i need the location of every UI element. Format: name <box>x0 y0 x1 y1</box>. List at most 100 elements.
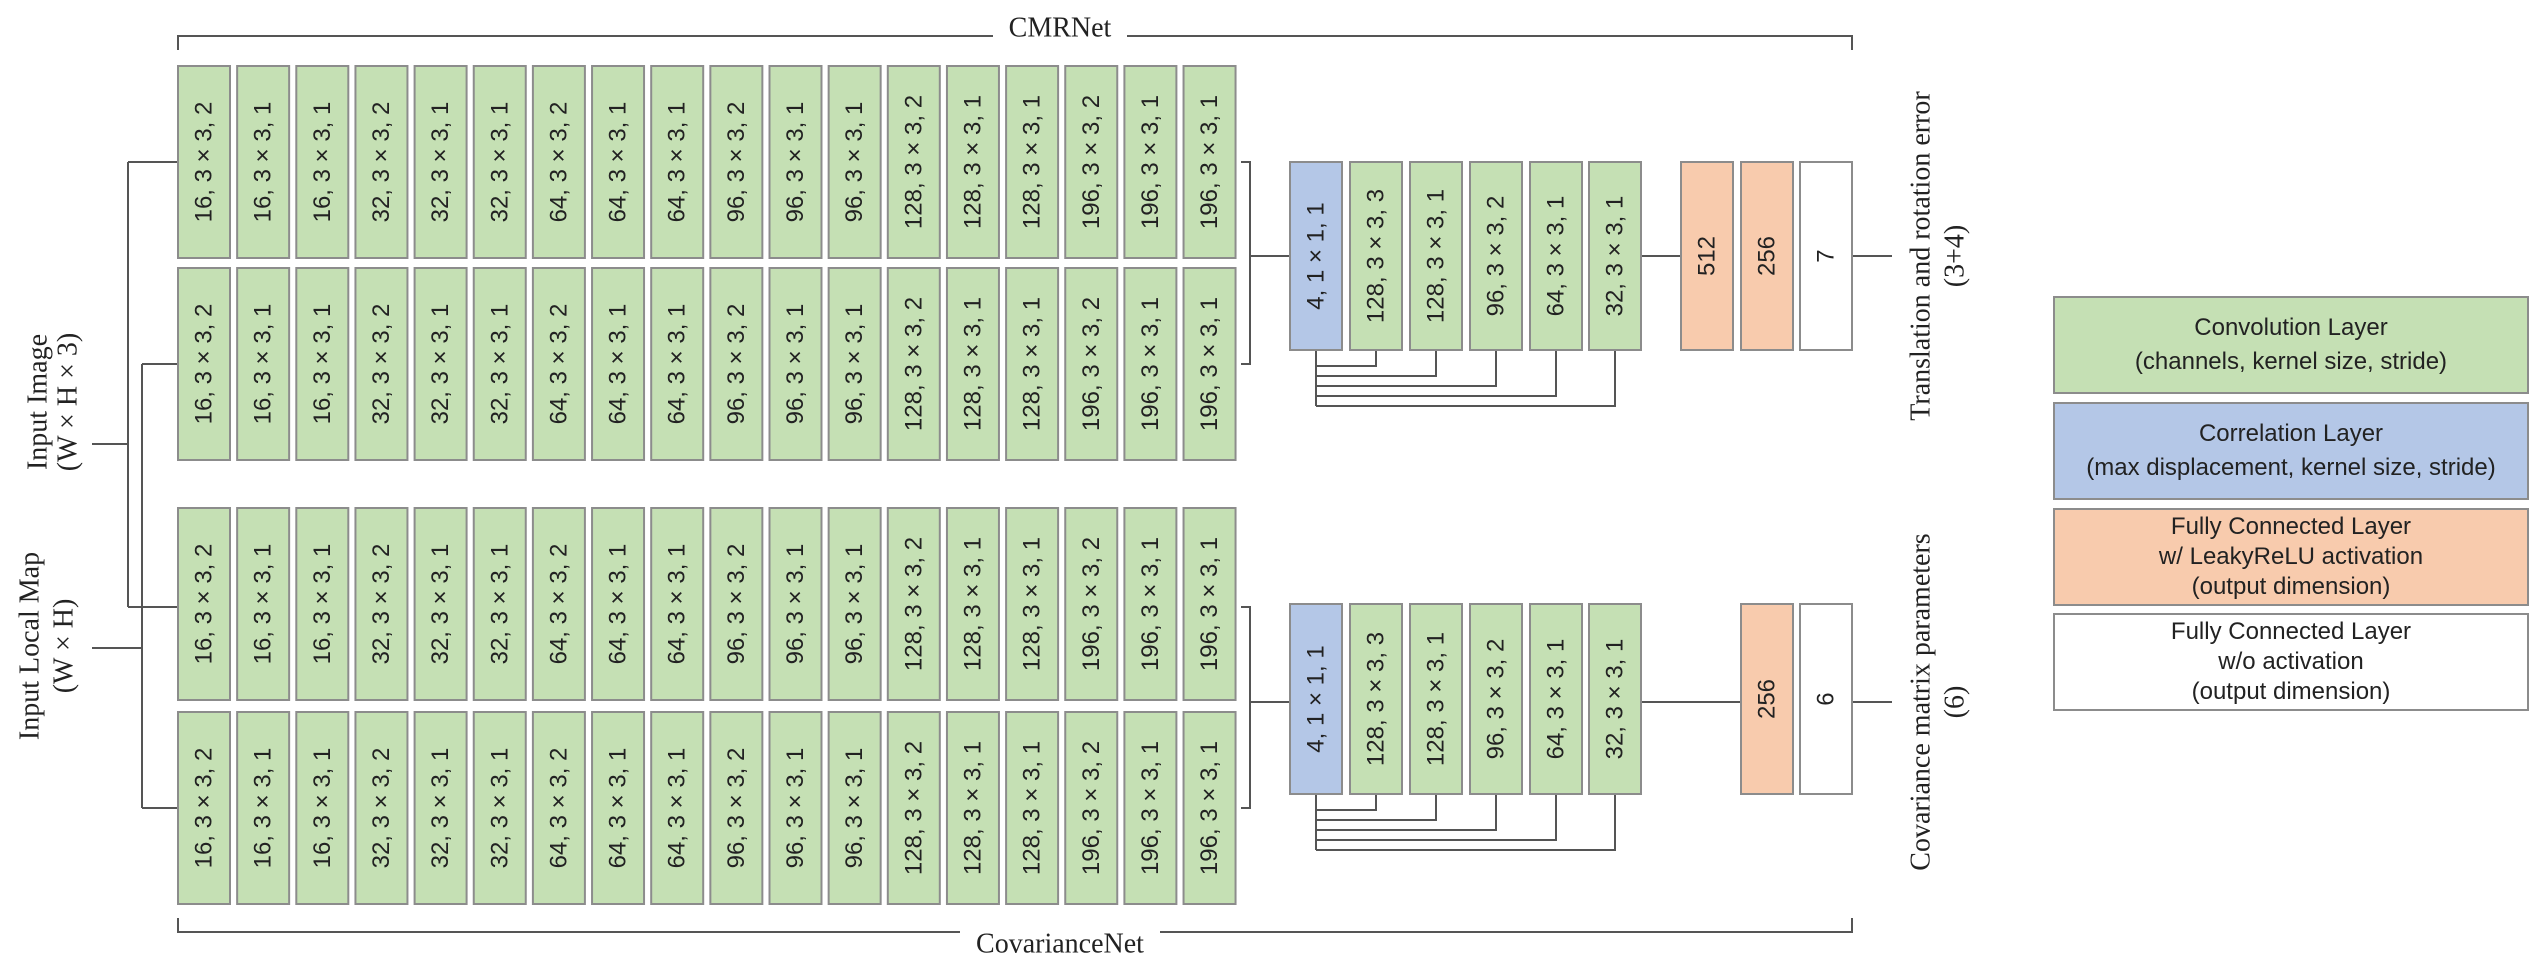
encoder-row3-layer-8-box <box>591 507 646 701</box>
encoder-row4-layer-2-label: 16, 3 × 3, 1 <box>250 748 277 869</box>
encoder-row2-layer-9-label: 64, 3 × 3, 1 <box>664 304 691 425</box>
encoder-row4-layer-12-box <box>827 711 882 905</box>
encoder-row4-layer-16-box <box>1064 711 1119 905</box>
encoder-row3-layer-12-box <box>827 507 882 701</box>
encoder-row3-layer-7-box <box>531 507 586 701</box>
encoder-row2-layer-2-label: 16, 3 × 3, 1 <box>250 304 277 425</box>
encoder-row4-layer-10-label: 96, 3 × 3, 2 <box>723 748 750 869</box>
encoder-row2-layer-1: 16, 3 × 3, 2 <box>177 267 231 461</box>
encoder-row2-layer-6-box <box>472 267 527 461</box>
encoder-row2-layer-13: 128, 3 × 3, 2 <box>886 267 941 461</box>
cmrnet-decoder-layer-3-box <box>1469 161 1523 351</box>
encoder-row1-layer-15-box <box>1005 65 1060 259</box>
encoder-row3-layer-5-box <box>413 507 468 701</box>
encoder-row4-layer-4-label: 32, 3 × 3, 2 <box>368 748 395 869</box>
encoder-row3-layer-15-label: 128, 3 × 3, 1 <box>1019 537 1046 671</box>
cmrnet-skip-2 <box>1316 350 1437 377</box>
encoder-row1-layer-13-label: 128, 3 × 3, 2 <box>900 95 927 229</box>
encoder-row2-layer-7-box <box>531 267 586 461</box>
encoder-row2-layer-3: 16, 3 × 3, 1 <box>295 267 350 461</box>
encoder-row3-layer-2-label: 16, 3 × 3, 1 <box>250 544 277 665</box>
legend-item-fc_noact-line-3: (output dimension) <box>2191 678 2391 705</box>
encoder-row2-layer-11-label: 96, 3 × 3, 1 <box>782 304 809 425</box>
encoder-row2-layer-18: 196, 3 × 3, 1 <box>1182 267 1237 461</box>
covnet-decoder-layer-5-box <box>1588 603 1642 795</box>
encoder-row1-layer-18-box <box>1182 65 1237 259</box>
encoder-row2-layer-4-label: 32, 3 × 3, 2 <box>368 304 395 425</box>
cmrnet-correlation-layer-label: 4, 1 × 1, 1 <box>1303 202 1330 309</box>
covnet-decoder-layer-2: 128, 3 × 3, 1 <box>1409 603 1463 795</box>
encoder-row2-layer-1-box <box>177 267 231 461</box>
covnet-encoder-merge <box>1241 606 1251 809</box>
encoder-row2-layer-10-box <box>709 267 764 461</box>
legend-item-fc-line-1: Fully Connected Layer <box>2170 513 2412 540</box>
encoder-row2-layer-6: 32, 3 × 3, 1 <box>472 267 527 461</box>
encoder-row2-layer-5-label: 32, 3 × 3, 1 <box>427 304 454 425</box>
encoder-row2-layer-10-label: 96, 3 × 3, 2 <box>723 304 750 425</box>
cmrnet-correlation-layer: 4, 1 × 1, 1 <box>1289 161 1343 351</box>
cmrnet-output-label: Translation and rotation error <box>1906 91 1937 421</box>
legend-item-corr: Correlation Layer(max displacement, kern… <box>2053 402 2529 500</box>
encoder-row2-layer-8-box <box>591 267 646 461</box>
covnet-decoder-layer-4: 64, 3 × 3, 1 <box>1529 603 1583 795</box>
covnet-output-layer-label: 6 <box>1813 692 1840 705</box>
encoder-row4-layer-16: 196, 3 × 3, 2 <box>1064 711 1119 905</box>
encoder-row2-layer-4: 32, 3 × 3, 2 <box>354 267 409 461</box>
encoder-row1-layer-9: 64, 3 × 3, 1 <box>650 65 705 259</box>
encoder-row1-layer-9-box <box>650 65 705 259</box>
connection-lines <box>92 35 1892 933</box>
encoder-row3-layer-4-box <box>354 507 409 701</box>
encoder-row2-layer-15: 128, 3 × 3, 1 <box>1005 267 1060 461</box>
cmrnet-skip-4 <box>1316 350 1557 397</box>
encoder-row1-layer-7: 64, 3 × 3, 2 <box>531 65 586 259</box>
encoder-row4-layer-3: 16, 3 × 3, 1 <box>295 711 350 905</box>
cmrnet-skip-5 <box>1316 350 1616 407</box>
encoder-row1-layer-17-box <box>1123 65 1178 259</box>
encoder-row3-layer-1: 16, 3 × 3, 2 <box>177 507 231 701</box>
covnet-bracket-left <box>177 918 960 933</box>
encoder-row3-layer-8: 64, 3 × 3, 1 <box>591 507 646 701</box>
cmrnet-decoder-layer-5-box <box>1588 161 1642 351</box>
encoder-row4-layer-11: 96, 3 × 3, 1 <box>768 711 823 905</box>
cmrnet-correlation-layer-box <box>1289 161 1343 351</box>
covnet-skip-1 <box>1316 794 1377 811</box>
encoder-row4-layer-18-label: 196, 3 × 3, 1 <box>1196 741 1223 875</box>
encoder-row1-layer-18-label: 196, 3 × 3, 1 <box>1196 95 1223 229</box>
encoder-row2-layer-9: 64, 3 × 3, 1 <box>650 267 705 461</box>
encoder-row1-layer-3-box <box>295 65 350 259</box>
encoder-row4-layer-3-box <box>295 711 350 905</box>
covnet-skip-3 <box>1316 794 1497 831</box>
encoder-row2-layer-13-label: 128, 3 × 3, 2 <box>900 297 927 431</box>
encoder-row4-layer-6-box <box>472 711 527 905</box>
covnet-output-layer: 6 <box>1799 603 1853 795</box>
legend-item-conv-line-2: (channels, kernel size, stride) <box>2134 348 2448 375</box>
covnet-decoder-layer-4-label: 64, 3 × 3, 1 <box>1543 639 1570 760</box>
encoder-row1-layer-6-label: 32, 3 × 3, 1 <box>486 102 513 223</box>
encoder-row2-layer-11-box <box>768 267 823 461</box>
covnet-output-label: Covariance matrix parameters <box>1906 533 1937 870</box>
encoder-row2-layer-14-box <box>945 267 1000 461</box>
encoder-row4-layer-1: 16, 3 × 3, 2 <box>177 711 231 905</box>
encoder-row3-layer-5-label: 32, 3 × 3, 1 <box>427 544 454 665</box>
encoder-row4-layer-10-box <box>709 711 764 905</box>
encoder-row1-layer-10: 96, 3 × 3, 2 <box>709 65 764 259</box>
encoder-row1-layer-11-box <box>768 65 823 259</box>
encoder-row1-layer-14-box <box>945 65 1000 259</box>
encoder-row2-layer-16: 196, 3 × 3, 2 <box>1064 267 1119 461</box>
covnet-fc-1-box <box>1740 603 1794 795</box>
encoder-row3-layer-1-box <box>177 507 231 701</box>
encoder-row3-layer-11: 96, 3 × 3, 1 <box>768 507 823 701</box>
covnet-correlation-layer-label: 4, 1 × 1, 1 <box>1303 645 1330 752</box>
encoder-row2-layer-6-label: 32, 3 × 3, 1 <box>486 304 513 425</box>
encoder-row4-layer-15: 128, 3 × 3, 1 <box>1005 711 1060 905</box>
input-local-map-dims: (W × H) <box>49 599 80 694</box>
encoder-row2-layer-14-label: 128, 3 × 3, 1 <box>959 297 986 431</box>
encoder-row1-layer-15-label: 128, 3 × 3, 1 <box>1019 95 1046 229</box>
encoder-row4-layer-12: 96, 3 × 3, 1 <box>827 711 882 905</box>
covnet-decoder-layer-3-label: 96, 3 × 3, 2 <box>1483 639 1510 760</box>
encoder-row4-layer-8-label: 64, 3 × 3, 1 <box>605 748 632 869</box>
encoder-row3-layer-12-label: 96, 3 × 3, 1 <box>841 544 868 665</box>
cmrnet-fc-1: 512 <box>1680 161 1734 351</box>
encoder-row1-layer-3: 16, 3 × 3, 1 <box>295 65 350 259</box>
